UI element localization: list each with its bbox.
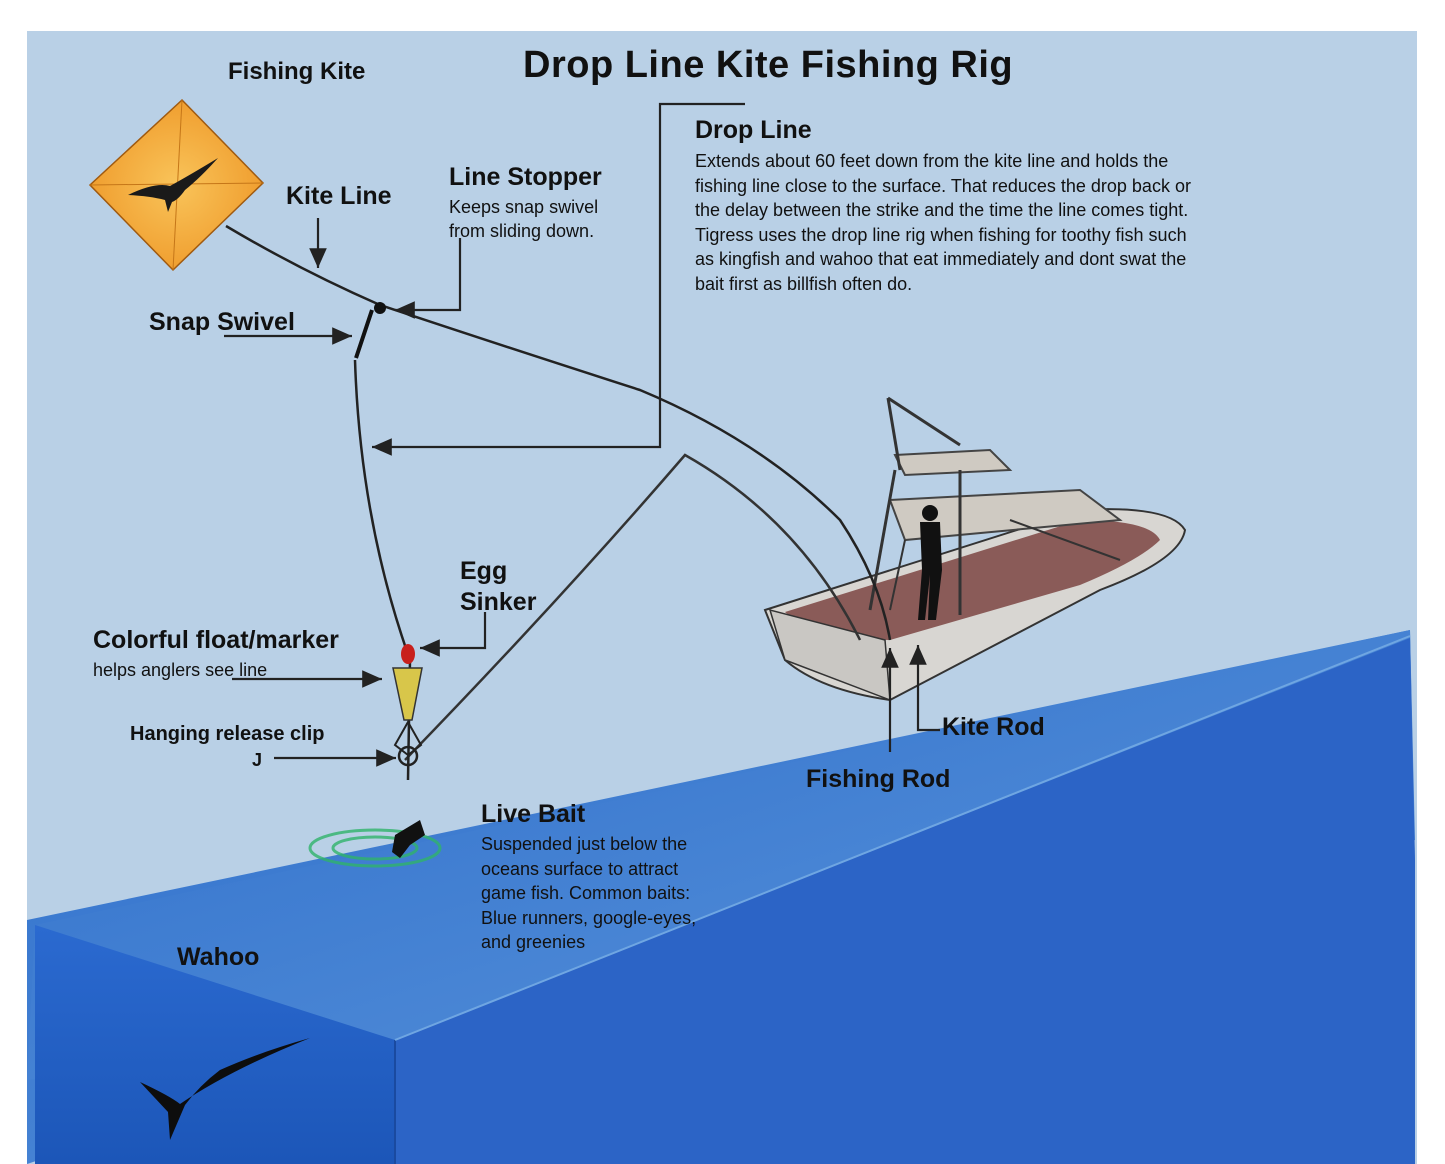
live-bait-heading: Live Bait	[481, 800, 586, 828]
bait-fish-icon	[308, 820, 442, 868]
kite-rod-arrow	[909, 645, 940, 732]
fishing-rod-label: Fishing Rod	[806, 765, 951, 793]
water-side-face	[395, 638, 1415, 1164]
drop-line-text-3: the delay between the strike and the tim…	[695, 200, 1189, 220]
float-marker-sub: helps anglers see line	[93, 660, 268, 680]
egg-sinker-label-1: Egg	[460, 557, 508, 585]
float-marker-icon	[392, 644, 423, 767]
snap-swivel-icon	[354, 302, 386, 359]
kite-icon	[88, 98, 265, 272]
drop-line-heading: Drop Line	[695, 116, 812, 144]
drop-line-text-2: fishing line close to the surface. That …	[695, 175, 1191, 196]
kite-line	[225, 224, 892, 641]
snap-swivel-label: Snap Swivel	[149, 308, 295, 336]
page-title: Drop Line Kite Fishing Rig	[523, 44, 1014, 86]
drop-line-text-1: Extends about 60 feet down from the kite…	[695, 151, 1169, 171]
live-bait-text-5: and greenies	[481, 932, 586, 952]
egg-sinker-label-2: Sinker	[460, 588, 537, 616]
line-stopper-text-1: Keeps snap swivel	[449, 197, 599, 217]
water-front-face	[35, 925, 395, 1164]
drop-line-arrow	[372, 102, 745, 456]
drop-line	[353, 359, 412, 781]
live-bait-text-4: Blue runners, google-eyes,	[481, 907, 697, 928]
fishing-kite-label: Fishing Kite	[228, 58, 366, 85]
boat-icon	[763, 396, 1187, 702]
water-block	[27, 630, 1415, 1164]
angler-icon	[918, 505, 942, 620]
frigate-bird-icon	[128, 158, 218, 212]
live-bait-text-2: oceans surface to attract	[481, 858, 679, 879]
leader-lines	[224, 102, 940, 767]
water-edge-top	[394, 635, 1411, 1041]
release-clip-label: Hanging release clip	[130, 723, 325, 745]
kite-line-label: Kite Line	[286, 182, 392, 210]
water-surface	[27, 630, 1415, 1080]
live-bait-text-3: game fish. Common baits:	[481, 883, 691, 903]
clip-hook-glyph: J	[252, 750, 262, 770]
drop-line-text-5: as kingfish and wahoo that eat immediate…	[695, 249, 1187, 269]
line-stopper-heading: Line Stopper	[449, 163, 602, 191]
wahoo-label: Wahoo	[177, 943, 260, 971]
kite-rod-label: Kite Rod	[942, 713, 1045, 741]
line-stopper-arrow	[395, 238, 462, 319]
egg-sinker-arrow	[420, 612, 487, 657]
float-marker-heading: Colorful float/marker	[93, 626, 339, 654]
fishing-line	[404, 453, 862, 761]
live-bait-text-1: Suspended just below the	[481, 834, 688, 854]
line-stopper-text-2: from sliding down.	[449, 221, 595, 241]
drop-line-text-6: bait first as billfish often do.	[695, 273, 913, 294]
drop-line-text-4: Tigress uses the drop line rig when fish…	[695, 224, 1187, 245]
